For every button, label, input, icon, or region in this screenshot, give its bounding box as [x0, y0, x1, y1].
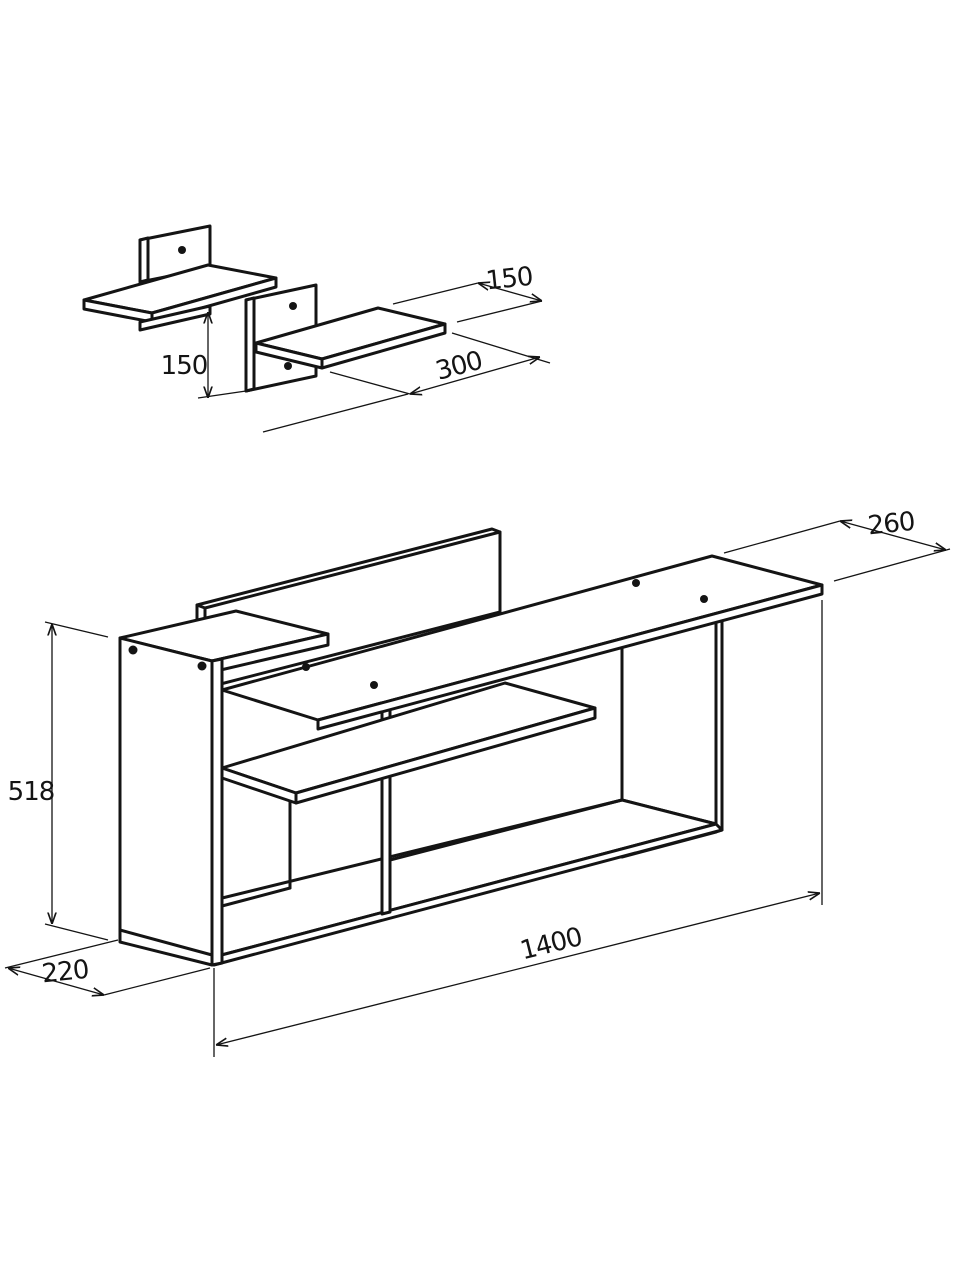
- bracket-detail: [82, 224, 551, 433]
- shelf-width-label: 1400: [517, 922, 585, 966]
- right-bracket: [244, 283, 447, 393]
- bracket-width-label: 300: [433, 346, 486, 387]
- shelf-depth-label: 260: [866, 507, 916, 542]
- bracket-depth-label: 150: [484, 262, 534, 297]
- bracket-height-label: 150: [161, 351, 208, 381]
- shelf-height-label: 518: [8, 777, 55, 807]
- left-bracket: [82, 224, 278, 332]
- shelf-unit: [4, 521, 951, 1057]
- side-depth-label: 220: [40, 955, 90, 990]
